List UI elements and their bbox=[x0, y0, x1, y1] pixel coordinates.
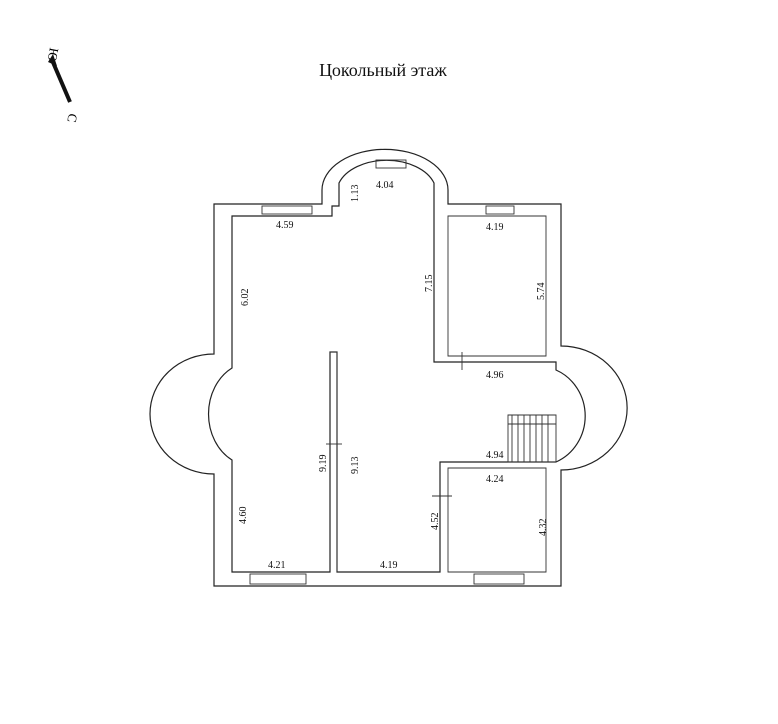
plan-title: Цокольный этаж bbox=[319, 60, 447, 80]
stair-outline bbox=[507, 414, 557, 463]
dim-right-top-width: 4.19 bbox=[486, 222, 504, 233]
dim-left-bottom-height: 4.60 bbox=[238, 507, 249, 525]
dim-center-left-height: 9.19 bbox=[318, 455, 329, 473]
dim-right-mid-width: 4.96 bbox=[486, 370, 504, 381]
dim-left-bottom-width: 4.21 bbox=[268, 560, 286, 571]
dim-bay-top-depth: 1.13 bbox=[350, 185, 361, 203]
stair-steps bbox=[508, 415, 556, 462]
windows bbox=[249, 159, 525, 585]
window-top-right bbox=[485, 205, 515, 215]
stair bbox=[507, 414, 557, 463]
dim-bay-top-width: 4.04 bbox=[376, 180, 394, 191]
window-bottom-left bbox=[249, 573, 307, 585]
central-partition bbox=[330, 351, 338, 572]
window-bottom-right bbox=[473, 573, 525, 585]
compass-north-label: Ю bbox=[45, 47, 62, 63]
dim-center-top-height: 7.15 bbox=[424, 275, 435, 293]
compass-arrow-shaft bbox=[50, 59, 72, 103]
outer-wall-outline bbox=[149, 148, 628, 587]
dim-right-bottom-height: 4.32 bbox=[538, 519, 549, 537]
dim-right-top-height: 5.74 bbox=[536, 283, 547, 301]
compass-arrow-head bbox=[48, 54, 57, 66]
dim-center-right-height: 9.13 bbox=[350, 457, 361, 475]
compass-icon: Ю С bbox=[45, 47, 81, 124]
window-bay-top bbox=[375, 159, 407, 169]
dim-stair-width: 4.94 bbox=[486, 450, 504, 461]
right-bottom-room-wall bbox=[447, 467, 547, 573]
outer-walls bbox=[149, 148, 628, 587]
inner-wall-outline bbox=[207, 159, 586, 573]
compass-south-label: С bbox=[64, 112, 80, 123]
right-top-room-wall bbox=[447, 215, 547, 357]
dimension-labels: 4.59 4.04 1.13 4.19 6.02 7.15 5.74 4.96 … bbox=[238, 180, 549, 571]
dim-left-top-height: 6.02 bbox=[240, 289, 251, 307]
window-top-left bbox=[261, 205, 313, 215]
dim-right-bottom-width: 4.24 bbox=[486, 474, 504, 485]
dim-center-bottom-height: 4.52 bbox=[430, 513, 441, 531]
dim-center-bottom-width: 4.19 bbox=[380, 560, 398, 571]
dim-left-top-width: 4.59 bbox=[276, 220, 294, 231]
